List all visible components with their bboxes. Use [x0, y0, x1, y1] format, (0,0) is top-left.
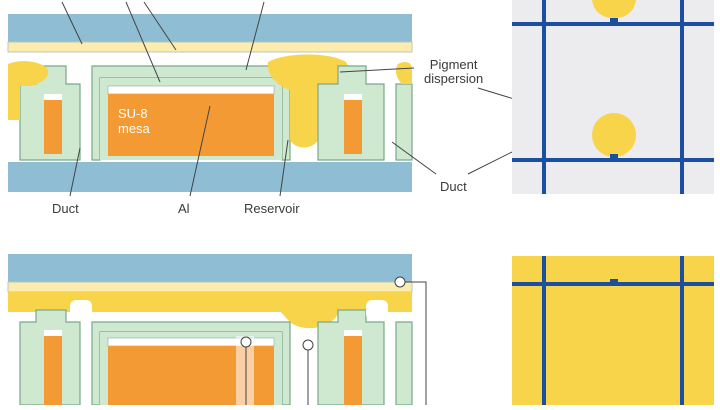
duct-label-left: Duct [52, 201, 79, 216]
pigment-bulge-on [270, 297, 340, 329]
cross-section-off-state [7, 1, 597, 197]
right-duct-gap-on [366, 300, 388, 320]
bottom-substrate [8, 162, 412, 192]
drop-stem-top [610, 18, 618, 24]
right-orange-post [344, 94, 362, 154]
pigment-label-line1: Pigment [429, 57, 478, 72]
right-post-cap [344, 94, 362, 100]
electrode-contact-mesa [240, 336, 252, 348]
pigment-drop-bottom [592, 113, 636, 157]
reservoir-label: Reservoir [244, 201, 300, 216]
drop-stem-bottom [610, 154, 618, 160]
right-orange-post-on [344, 330, 362, 405]
far-right-structure [395, 83, 413, 161]
top-substrate-on [8, 254, 412, 282]
pixel-top-view-on [512, 256, 714, 405]
light-ray-right [296, 330, 318, 405]
electrode-contact-reservoir [302, 339, 314, 351]
pigment-layer-on [8, 292, 412, 312]
al-reflector [107, 85, 275, 95]
su8-mesa-label: SU-8 mesa [118, 106, 150, 136]
top-electrode-layer-on [7, 281, 413, 293]
pixel-top-view-off [512, 0, 714, 194]
light-ray-left [236, 336, 254, 405]
voltage-wires [245, 281, 427, 405]
duct-label-right: Duct [440, 179, 467, 194]
far-right-structure-on [395, 321, 413, 406]
pigment-blob-reservoir [267, 54, 349, 148]
top-electrode-layer [7, 41, 413, 53]
pigment-blob-left [8, 61, 49, 120]
pigment-drop-top [592, 0, 636, 18]
electrode-contact-top [394, 276, 406, 288]
su8-label-line1: SU-8 [118, 106, 148, 121]
top-substrate [8, 14, 412, 42]
su8-label-line2: mesa [118, 121, 150, 136]
pigment-blob-right-edge [395, 62, 412, 84]
left-post-cap-on [44, 330, 62, 336]
su8-mesa [108, 94, 274, 156]
left-duct-gap-on [70, 300, 92, 320]
left-orange-post [44, 94, 62, 154]
al-label: Al [178, 201, 190, 216]
drop-stem-on [610, 279, 618, 284]
pigment-label-line2: dispersion [424, 71, 484, 86]
left-orange-post-on [44, 330, 62, 405]
right-post-cap-on [344, 330, 362, 336]
pigment-dispersion-label: Pigment dispersion [424, 58, 483, 86]
left-post-cap [44, 94, 62, 100]
cross-section-on-state [7, 254, 427, 406]
